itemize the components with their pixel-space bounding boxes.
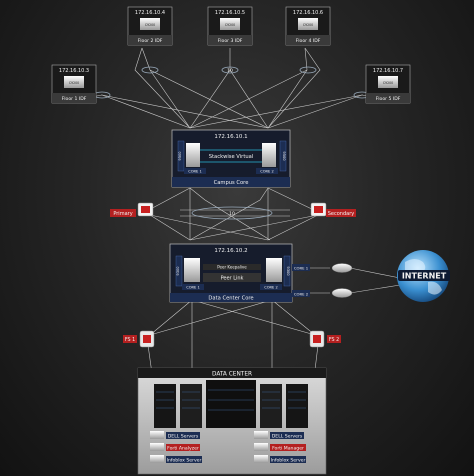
server-icon	[150, 431, 164, 439]
core-chassis-icon	[186, 143, 200, 167]
data-center-title: DATA CENTER	[212, 372, 252, 378]
idf-ip: 172.16.10.6	[293, 10, 323, 16]
fs-switch-1[interactable]: FS 1	[123, 330, 155, 348]
server-icon	[254, 431, 268, 439]
dc-core-ip: 172.16.10.2	[214, 248, 247, 254]
core-chassis-icon	[266, 258, 282, 282]
switch-icon	[378, 76, 398, 88]
idf-floor-4[interactable]: 172.16.10.6 C9200 Floor 4 IDF	[285, 6, 331, 46]
router-1-label: CORE 1	[294, 266, 309, 271]
dc-left-item-2: Forti Analyzer	[167, 446, 199, 452]
idf-ip: 172.16.10.4	[135, 10, 165, 16]
firewall-secondary[interactable]: Secondary	[310, 202, 356, 217]
switch-icon	[298, 18, 318, 30]
stackwise-label: Stackwise Virtual	[209, 154, 254, 160]
campus-core[interactable]: 172.16.10.1 9500 9500 Stackwise Virtual …	[171, 129, 291, 188]
core-chassis-icon	[184, 258, 200, 282]
idf-name: Floor 5 IDF	[376, 96, 401, 102]
router-core-1[interactable]: CORE 1	[292, 263, 353, 273]
switch-icon	[64, 76, 84, 88]
idf-name: Floor 1 IDF	[62, 96, 87, 102]
core-fw-speed-label: 10	[229, 211, 235, 217]
uplink-speed-label: 10	[227, 68, 233, 74]
idf-name: Floor 4 IDF	[296, 38, 321, 44]
internet-label: INTERNET	[402, 272, 447, 281]
dc-core-side-label-2: 9300	[286, 266, 290, 276]
idf-floor-3[interactable]: 172.16.10.5 C9200 Floor 3 IDF	[207, 6, 253, 46]
campus-core-side-label-1: 9500	[178, 151, 182, 161]
server-racks	[154, 380, 308, 428]
idf-name: Floor 3 IDF	[218, 38, 243, 44]
idf-ip: 172.16.10.5	[215, 10, 245, 16]
dc-core-side-label-1: 9300	[176, 266, 180, 276]
campus-core-side-label-2: 9500	[282, 151, 286, 161]
dc-right-item-3: Infoblox Server	[271, 458, 306, 464]
dc-core-title: Data Center Core	[208, 296, 253, 302]
idf-model: C9200	[145, 23, 155, 27]
fs-switch-2[interactable]: FS 2	[309, 330, 341, 348]
data-center[interactable]: DATA CENTER DELL Servers Forti Analyzer …	[137, 367, 327, 475]
firewall-primary-label: Primary	[113, 211, 132, 217]
idf-floor-1[interactable]: 172.16.10.3 C9200 Floor 1 IDF	[51, 64, 97, 104]
core-2-label: CORE 2	[260, 170, 274, 174]
server-icon	[150, 443, 164, 451]
fs-1-label: FS 1	[125, 337, 135, 343]
link-ovals	[93, 66, 371, 220]
idf-name: Floor 2 IDF	[138, 38, 163, 44]
campus-core-title: Campus Core	[214, 180, 249, 186]
switch-icon	[220, 18, 240, 30]
dc-core-1-label: CORE 1	[186, 286, 200, 290]
server-icon	[254, 443, 268, 451]
idf-floor-5[interactable]: 172.16.10.7 C9200 Floor 5 IDF	[365, 64, 411, 104]
dc-right-item-1: DELL Servers	[272, 434, 303, 440]
peer-link-label: Peer Link	[221, 276, 244, 282]
peer-keepalive-label: Peer Keepalive	[217, 265, 247, 270]
server-icon	[150, 455, 164, 463]
router-icon	[331, 263, 353, 273]
idf-model: C9200	[383, 81, 393, 85]
idf-floor-2[interactable]: 172.16.10.4 C9200 Floor 2 IDF	[127, 6, 173, 46]
dc-core-2-label: CORE 2	[264, 286, 278, 290]
internet-cloud[interactable]: INTERNET	[397, 250, 450, 302]
dc-right-item-2: Forti Manager	[272, 446, 304, 452]
firewall-secondary-label: Secondary	[328, 211, 355, 217]
router-core-2[interactable]: CORE 2	[292, 288, 353, 298]
idf-ip: 172.16.10.7	[373, 68, 403, 74]
data-center-core[interactable]: 172.16.10.2 9300 9300 Peer Keepalive Pee…	[169, 243, 293, 303]
switch-icon	[140, 18, 160, 30]
idf-model: C9200	[303, 23, 313, 27]
idf-model: C9200	[225, 23, 235, 27]
campus-core-ip: 172.16.10.1	[214, 134, 247, 140]
firewall-primary[interactable]: Primary	[110, 202, 154, 217]
router-2-label: CORE 2	[294, 292, 309, 297]
core-chassis-icon	[262, 143, 276, 167]
dc-left-item-3: Infoblox Server	[167, 458, 202, 464]
router-icon	[331, 288, 353, 298]
core-1-label: CORE 1	[188, 170, 202, 174]
idf-ip: 172.16.10.3	[59, 68, 89, 74]
fs-2-label: FS 2	[329, 337, 339, 343]
server-icon	[254, 455, 268, 463]
idf-model: C9200	[69, 81, 79, 85]
dc-left-item-1: DELL Servers	[168, 434, 199, 440]
